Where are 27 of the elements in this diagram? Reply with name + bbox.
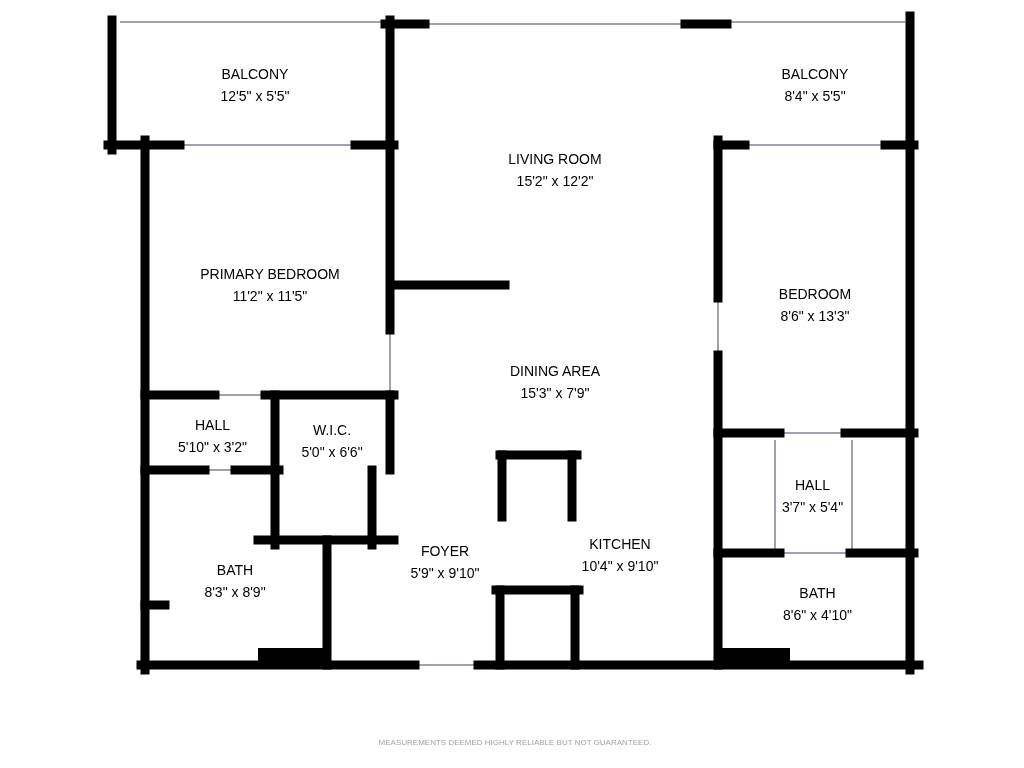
room-name: KITCHEN [589, 535, 651, 554]
room-dimensions: 5'10" x 3'2" [178, 438, 247, 457]
room-name: FOYER [420, 542, 470, 561]
disclaimer-note: MEASUREMENTS DEEMED HIGHLY RELIABLE BUT NOT GUARANTEED. [377, 737, 653, 749]
room-name: BATH [799, 584, 836, 603]
room-name: LIVING ROOM [508, 150, 602, 169]
room-dimensions: 8'4" x 5'5" [784, 87, 846, 106]
room-name: PRIMARY BEDROOM [200, 265, 340, 284]
room-dimensions: 15'3" x 7'9" [520, 384, 590, 403]
room-dimensions: 8'3" x 8'9" [204, 583, 266, 602]
room-name: HALL [795, 476, 830, 495]
room-dimensions: 12'5" x 5'5" [220, 87, 290, 106]
room-name: BATH [216, 561, 254, 580]
room-dimensions: 10'4" x 9'10" [581, 557, 659, 576]
room-dimensions: 5'0" x 6'6" [301, 443, 363, 462]
room-name: BALCONY [221, 65, 289, 84]
room-name: BEDROOM [778, 285, 852, 304]
room-dimensions: 5'9" x 9'10" [410, 564, 480, 583]
room-dimensions: 8'6" x 4'10" [783, 606, 852, 625]
room-dimensions: 8'6" x 13'3" [780, 307, 850, 326]
room-dimensions: 11'2" x 11'5" [232, 287, 308, 306]
room-dimensions: 3'7" x 5'4" [781, 498, 844, 517]
room-name: W.I.C. [312, 421, 352, 440]
room-name: HALL [195, 416, 230, 435]
room-name: BALCONY [781, 65, 849, 84]
room-name: DINING AREA [509, 362, 601, 381]
room-dimensions: 15'2" x 12'2" [516, 172, 594, 191]
